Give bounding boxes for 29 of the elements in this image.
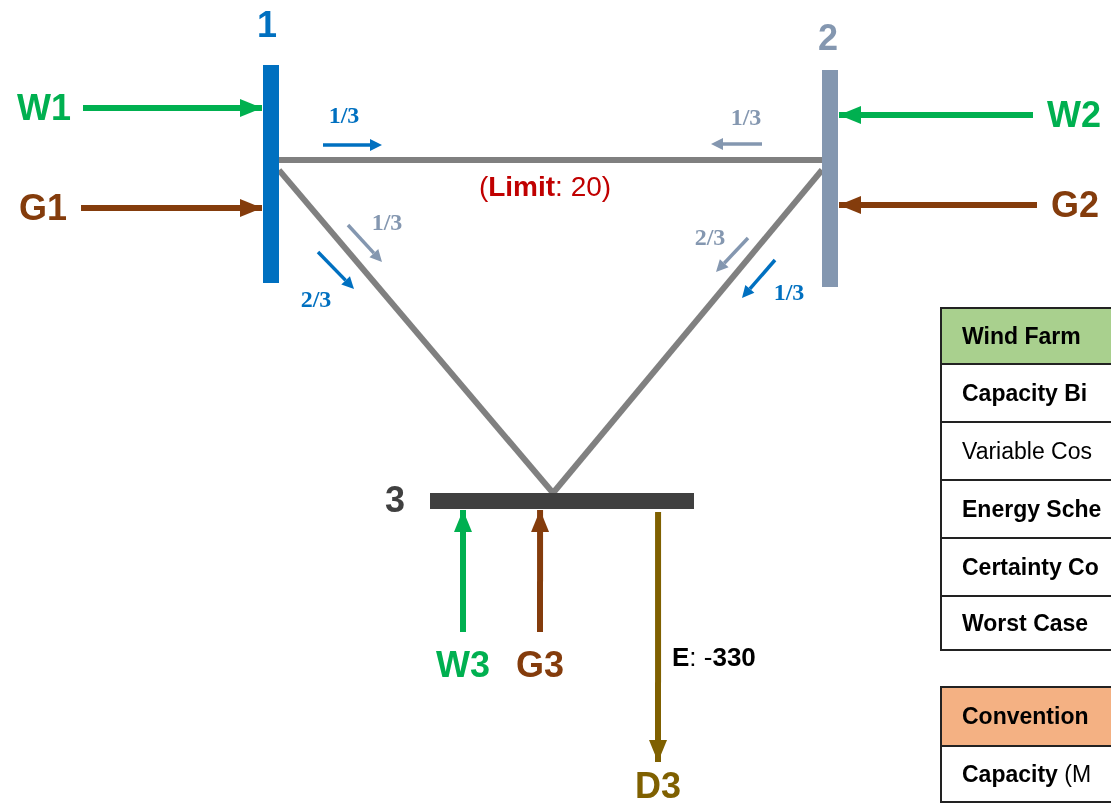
arrow	[839, 196, 1037, 214]
flow-fraction: 1/3	[328, 103, 360, 127]
transmission-line	[279, 157, 822, 164]
bus-number: 3	[385, 482, 405, 518]
flow-fraction: 1/3	[371, 210, 403, 234]
generator-label: W1	[17, 90, 71, 126]
table-cell: Wind Farm	[940, 307, 1111, 365]
bus-number: 2	[818, 20, 838, 56]
generator-label: W2	[1047, 97, 1101, 133]
generator-label: G2	[1051, 187, 1099, 223]
table-cell: Convention	[940, 686, 1111, 747]
transmission-line	[276, 168, 556, 495]
transmission-line	[550, 168, 825, 495]
arrow	[81, 199, 262, 217]
arrow	[649, 512, 667, 762]
generator-label: W3	[436, 647, 490, 683]
flow-fraction: 1/3	[773, 280, 805, 304]
arrow	[531, 510, 550, 632]
flow-fraction: 2/3	[694, 225, 726, 249]
flow-fraction: 1/3	[730, 105, 762, 129]
table-cell: Worst Case	[940, 595, 1111, 651]
generator-label: G1	[19, 190, 67, 226]
arrow	[839, 105, 1033, 124]
generator-label: D3	[635, 768, 681, 804]
arrow	[83, 98, 262, 117]
generator-label: G3	[516, 647, 564, 683]
arrow	[454, 510, 472, 632]
bus-number: 1	[257, 7, 277, 43]
flow-fraction: 2/3	[300, 287, 332, 311]
